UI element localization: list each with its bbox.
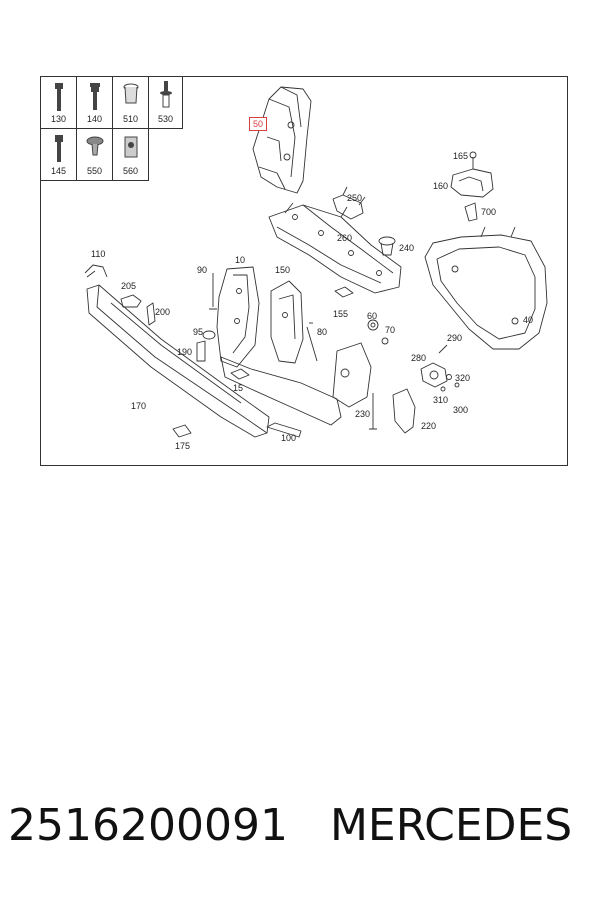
callout-290[interactable]: 290 <box>447 333 463 343</box>
part-10-left-support <box>209 266 260 368</box>
fastener-legend: 130 140 510 530 145 <box>41 77 183 181</box>
callout-205[interactable]: 205 <box>121 281 137 291</box>
callout-60[interactable]: 60 <box>367 311 378 321</box>
stud-bolt-icon <box>55 135 63 162</box>
callout-80[interactable]: 80 <box>317 327 328 337</box>
callout-200[interactable]: 200 <box>155 307 171 317</box>
part-280-290-mount <box>420 344 460 392</box>
legend-cell-145: 145 <box>41 129 77 181</box>
part-220-230-bracket <box>369 388 416 434</box>
callout-15[interactable]: 15 <box>233 383 244 393</box>
callout-260[interactable]: 260 <box>337 233 353 243</box>
part-250-bracket <box>332 186 366 220</box>
callout-320[interactable]: 320 <box>455 373 471 383</box>
callout-160[interactable]: 160 <box>433 181 449 191</box>
bolt-icon <box>55 83 63 111</box>
callout-150[interactable]: 150 <box>275 265 291 275</box>
part-80-rod <box>306 322 318 362</box>
callout-300[interactable]: 300 <box>453 405 469 415</box>
legend-cell-560: 560 <box>113 129 149 181</box>
callout-250[interactable]: 250 <box>347 193 363 203</box>
callout-110[interactable]: 110 <box>91 249 106 259</box>
callout-95[interactable]: 95 <box>193 327 204 337</box>
callout-280[interactable]: 280 <box>411 353 427 363</box>
callout-40[interactable]: 40 <box>523 315 534 325</box>
legend-cell-140: 140 <box>77 77 113 129</box>
callout-170[interactable]: 170 <box>131 401 147 411</box>
rivet-icon <box>160 81 172 108</box>
callout-175[interactable]: 175 <box>175 441 191 451</box>
part-205-200-bracket <box>120 294 156 326</box>
legend-cell-530: 530 <box>149 77 183 129</box>
callout-165[interactable]: 165 <box>453 151 469 161</box>
legend-number: 130 <box>50 114 67 124</box>
part-260-cross-member <box>268 202 402 294</box>
part-150-bracket <box>270 280 304 364</box>
sleeve-icon <box>123 83 139 104</box>
legend-number: 530 <box>157 114 174 124</box>
callout-220[interactable]: 220 <box>421 421 437 431</box>
legend-cell-130: 130 <box>41 77 77 129</box>
push-clip-icon <box>86 136 104 156</box>
legend-number: 145 <box>50 166 67 176</box>
callout-190[interactable]: 190 <box>177 347 193 357</box>
legend-number: 550 <box>86 166 103 176</box>
brand-name: MERCEDES <box>329 800 573 851</box>
callout-90[interactable]: 90 <box>197 265 208 275</box>
callout-700[interactable]: 700 <box>481 207 497 217</box>
legend-number: 140 <box>86 114 103 124</box>
legend-cell-510: 510 <box>113 77 149 129</box>
legend-number: 560 <box>122 166 139 176</box>
callout-310[interactable]: 310 <box>433 395 449 405</box>
part-60-70-fasteners <box>367 319 389 345</box>
part-170-bumper-beam <box>86 284 270 438</box>
callout-10[interactable]: 10 <box>235 255 246 265</box>
callout-240[interactable]: 240 <box>399 243 415 253</box>
callout-70[interactable]: 70 <box>385 325 396 335</box>
legend-cell-550: 550 <box>77 129 113 181</box>
clip-nut-icon <box>124 136 138 158</box>
flange-bolt-icon <box>90 83 100 110</box>
part-110-bracket <box>84 264 108 278</box>
callout-230[interactable]: 230 <box>355 409 371 419</box>
part-240-mount <box>378 236 396 256</box>
callout-155[interactable]: 155 <box>333 309 349 319</box>
callout-50-highlighted[interactable]: 50 <box>249 117 268 131</box>
part-40-side-frame <box>424 226 548 350</box>
callout-100[interactable]: 100 <box>281 433 297 443</box>
part-number: 2516200091 <box>8 800 288 851</box>
exploded-view-drawing <box>84 86 548 438</box>
small-parts <box>172 286 354 438</box>
lower-frame-rails <box>220 342 372 438</box>
part-160-bracket <box>450 151 494 222</box>
legend-number: 510 <box>122 114 139 124</box>
parts-diagram-frame: 130 140 510 530 145 <box>40 76 568 466</box>
part-50-upper-support <box>252 86 312 194</box>
product-caption: 2516200091 MERCEDES <box>8 800 598 864</box>
